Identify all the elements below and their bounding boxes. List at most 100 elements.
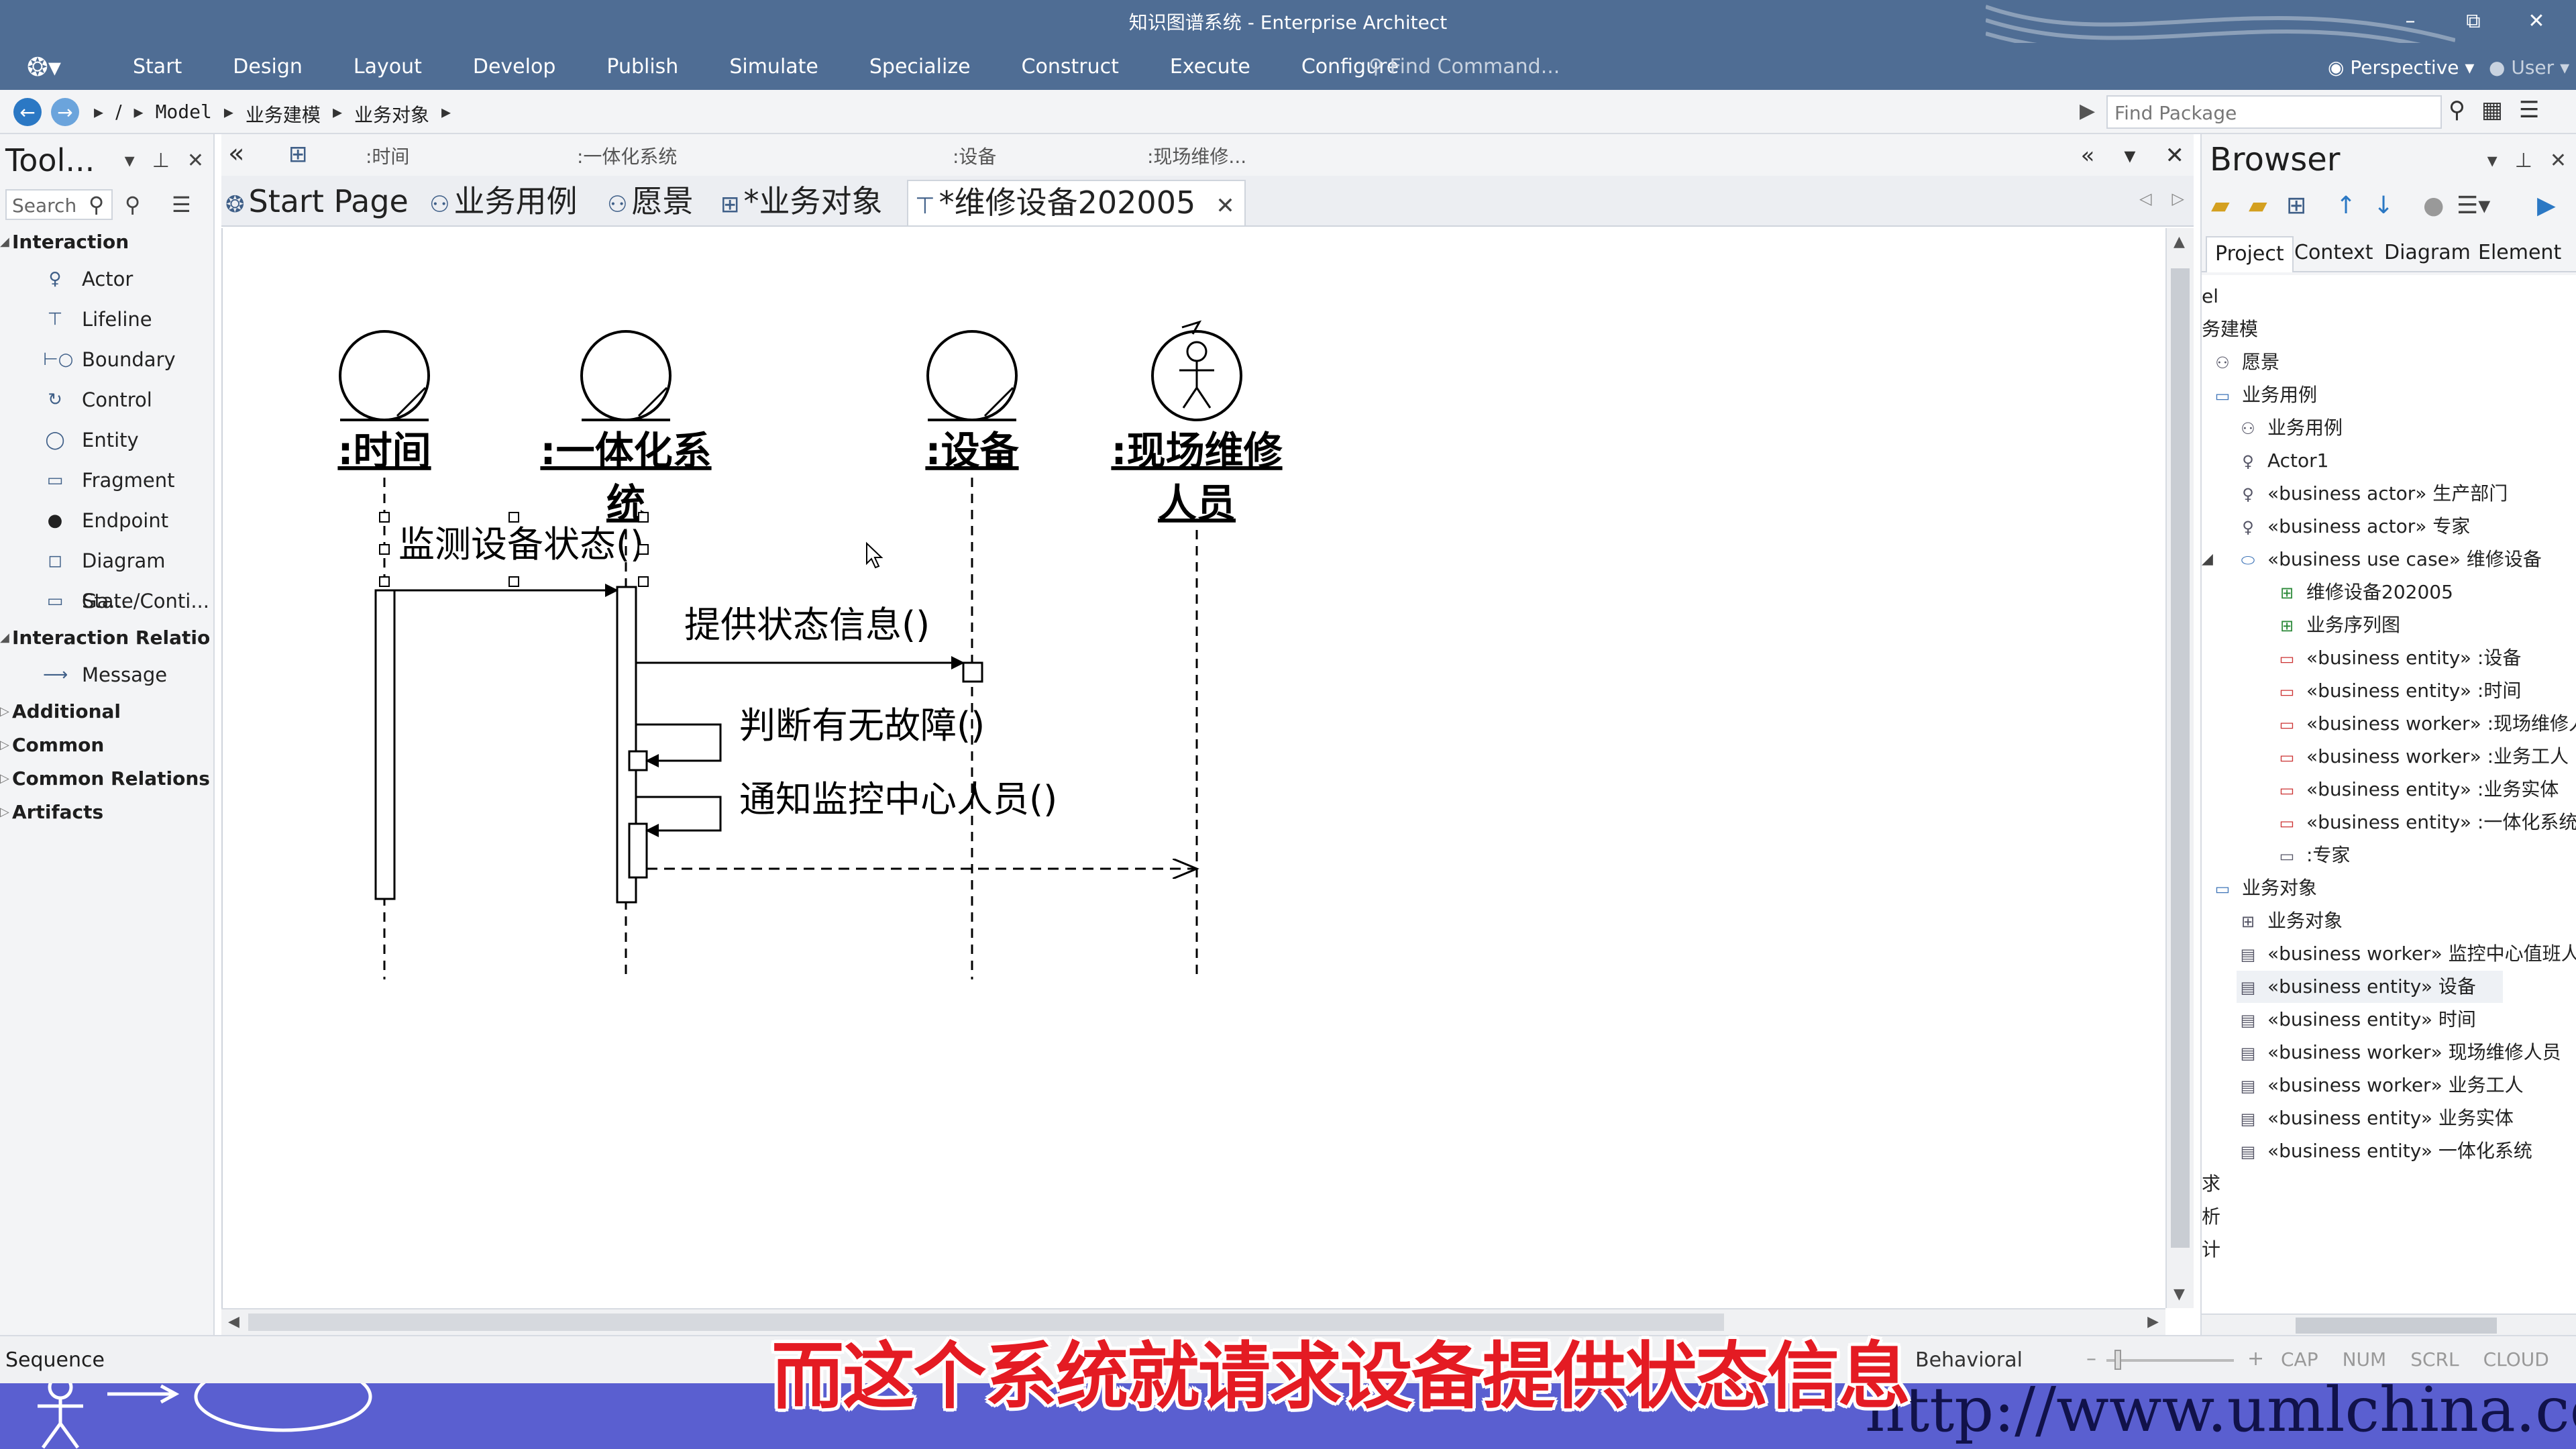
toolbox-item-actor[interactable]: ♀Actor xyxy=(0,259,213,299)
forward-arrow-icon[interactable]: → xyxy=(51,98,79,126)
find-icon[interactable]: ⚲ xyxy=(125,192,141,217)
find-command-input[interactable]: ⚲ Find Command... xyxy=(1368,55,1560,78)
tree-item[interactable]: ▤«business worker» 现场维修人员 xyxy=(2237,1036,2561,1069)
browser-tab-project[interactable]: Project xyxy=(2206,236,2294,272)
tree-item[interactable]: ▭«business worker» :业务工人 xyxy=(2275,741,2569,773)
breadcrumb-chevron-icon[interactable]: ▸ xyxy=(94,101,104,123)
tab-business-usecase[interactable]: ⚇业务用例 xyxy=(429,183,578,219)
scroll-left-icon[interactable]: ◀ xyxy=(228,1313,239,1330)
tree-item[interactable]: ⊞维修设备202005 xyxy=(2275,576,2453,608)
tree-item[interactable]: ▤«business entity» 设备 xyxy=(2237,971,2503,1003)
tree-item[interactable]: ▭«business worker» :现场维修人 xyxy=(2275,708,2576,740)
strip-lifeline-device[interactable]: :设备 xyxy=(953,146,997,168)
play-icon[interactable]: ▶ xyxy=(2080,99,2096,123)
tree-item[interactable]: ▭«business entity» :时间 xyxy=(2275,675,2522,707)
tree-item[interactable]: ⚇业务用例 xyxy=(2237,412,2343,444)
tab-scroll-left-icon[interactable]: ◁ xyxy=(2139,189,2152,208)
tree-item[interactable]: ♀Actor1 xyxy=(2237,445,2328,477)
tree-item[interactable]: ⚇愿景 xyxy=(2211,346,2279,378)
diagram-vertical-scrollbar[interactable]: ▲ ▼ xyxy=(2165,228,2194,1308)
activation-bar[interactable] xyxy=(962,661,983,683)
menu-start[interactable]: Start xyxy=(133,55,182,78)
breadcrumb-business-objects[interactable]: 业务对象 xyxy=(354,104,430,126)
tab-repair-device-202005[interactable]: ⊤*维修设备202005✕ xyxy=(907,180,1246,225)
message-label[interactable]: 判断有无故障() xyxy=(739,704,985,747)
tree-item[interactable]: ▭:专家 xyxy=(2275,839,2351,871)
menu-specialize[interactable]: Specialize xyxy=(869,55,971,78)
activation-bar[interactable] xyxy=(374,589,396,900)
lifeline-integrated-system[interactable]: :一体化系 统 xyxy=(540,330,712,979)
zoom-out-icon[interactable]: – xyxy=(2086,1347,2096,1371)
selection-handles[interactable] xyxy=(379,512,649,587)
strip-lifeline-worker[interactable]: :现场维修... xyxy=(1147,146,1247,168)
properties-icon[interactable]: ● xyxy=(2423,192,2445,219)
tab-business-objects[interactable]: ⊞*业务对象 xyxy=(720,183,883,219)
tree-item[interactable]: 析 xyxy=(2202,1201,2220,1233)
scrollbar-thumb[interactable] xyxy=(248,1313,1724,1331)
tree-item[interactable]: ▭业务用例 xyxy=(2211,379,2317,411)
diagram-horizontal-scrollbar[interactable]: ◀ ▶ xyxy=(221,1308,2165,1335)
lifeline-time[interactable]: :时间 xyxy=(337,330,431,979)
toolbox-item-boundary[interactable]: ⊢○Boundary xyxy=(43,348,176,371)
ea-logo-icon[interactable]: ❂▾ xyxy=(27,52,61,82)
tab-start-page[interactable]: ❂Start Page xyxy=(225,183,409,219)
toolbox-item-fragment[interactable]: ▭Fragment xyxy=(0,460,213,500)
tree-item[interactable]: ♀«business actor» 专家 xyxy=(2237,511,2470,543)
new-diagram-icon[interactable]: ⊞ xyxy=(2286,192,2307,219)
tree-item[interactable]: ▤«business worker» 业务工人 xyxy=(2237,1069,2524,1102)
tab-vision[interactable]: ⚇愿景 xyxy=(607,183,694,219)
restore-button[interactable]: ⧉ xyxy=(2466,9,2481,33)
tree-item[interactable]: ▭业务对象 xyxy=(2211,872,2317,904)
chevron-down-icon[interactable]: ▾ xyxy=(2124,142,2136,169)
browser-tab-diagram[interactable]: Diagram xyxy=(2384,241,2471,264)
tree-item[interactable]: ⬭«business use case» 维修设备 xyxy=(2237,543,2542,576)
close-window-button[interactable]: ✕ xyxy=(2528,9,2545,33)
message-label[interactable]: 提供状态信息() xyxy=(684,604,930,646)
message-provide-status-info[interactable]: 提供状态信息() xyxy=(636,604,965,669)
diagram-canvas[interactable]: :时间 :一体化系 统 :设备 xyxy=(221,228,2174,1308)
tree-item[interactable]: ▤«business worker» 监控中心值班人 xyxy=(2237,938,2576,970)
browser-tab-context[interactable]: Context xyxy=(2294,241,2373,264)
back-arrow-icon[interactable]: ← xyxy=(13,98,42,126)
menu-construct[interactable]: Construct xyxy=(1021,55,1119,78)
toolbox-group-interaction[interactable]: Interaction xyxy=(0,225,213,259)
toolbox-item-diagram-gate[interactable]: ◻Diagram Ga... xyxy=(0,541,213,612)
pin-icon[interactable]: ⊥ xyxy=(152,149,170,172)
breadcrumb-root[interactable]: / xyxy=(115,101,122,123)
message-monitor-device-status[interactable]: 监测设备状态() xyxy=(379,512,649,597)
toolbox-item-state-continuation[interactable]: ▭State/Conti... xyxy=(0,581,213,621)
tree-item[interactable]: 求 xyxy=(2202,1168,2220,1200)
menu-layout[interactable]: Layout xyxy=(353,55,422,78)
strip-lifeline-time[interactable]: :时间 xyxy=(366,146,410,168)
hamburger-menu-icon[interactable]: ☰ xyxy=(172,192,191,217)
chevron-down-icon[interactable]: ▾ xyxy=(124,149,135,172)
close-icon[interactable]: ✕ xyxy=(2549,149,2567,172)
tree-item[interactable]: 务建模 xyxy=(2202,313,2258,345)
message-notify-monitoring-staff[interactable]: 通知监控中心人员() xyxy=(636,778,1057,837)
toolbox-group-artifacts[interactable]: Artifacts xyxy=(0,796,213,829)
message-label[interactable]: 通知监控中心人员() xyxy=(739,778,1057,820)
scroll-right-icon[interactable]: ▶ xyxy=(2147,1313,2159,1330)
menu-design[interactable]: Design xyxy=(233,55,303,78)
zoom-slider-thumb[interactable] xyxy=(2114,1350,2121,1370)
toolbox-group-additional[interactable]: Additional xyxy=(0,695,213,729)
double-chevron-left-icon[interactable]: « xyxy=(2080,142,2095,169)
tree-item[interactable]: ⊞业务对象 xyxy=(2237,905,2343,937)
user-button[interactable]: ● User ▾ xyxy=(2489,56,2570,78)
hamburger-menu-icon[interactable]: ☰ xyxy=(2519,97,2540,123)
menu-develop[interactable]: Develop xyxy=(472,55,556,78)
activation-bar-nested[interactable] xyxy=(628,822,648,879)
search-icon[interactable]: ⚲ xyxy=(2449,97,2465,123)
tree-expander-icon[interactable]: ◢ xyxy=(2202,551,2213,568)
browser-tab-element[interactable]: Element xyxy=(2478,241,2562,264)
strip-lifeline-system[interactable]: :一体化系统 xyxy=(577,146,678,168)
menu-simulate[interactable]: Simulate xyxy=(729,55,818,78)
toolbox-group-common[interactable]: Common xyxy=(0,729,213,762)
breadcrumb-chevron-icon[interactable]: ▸ xyxy=(332,101,342,123)
close-icon[interactable]: ✕ xyxy=(2165,142,2185,169)
close-tab-icon[interactable]: ✕ xyxy=(1216,193,1235,219)
breadcrumb-model[interactable]: Model xyxy=(155,101,212,123)
zoom-in-icon[interactable]: + xyxy=(2247,1347,2265,1371)
menu-configure[interactable]: Configure xyxy=(1301,55,1399,78)
toolbox-group-interaction-relationships[interactable]: Interaction Relatio xyxy=(0,621,213,655)
